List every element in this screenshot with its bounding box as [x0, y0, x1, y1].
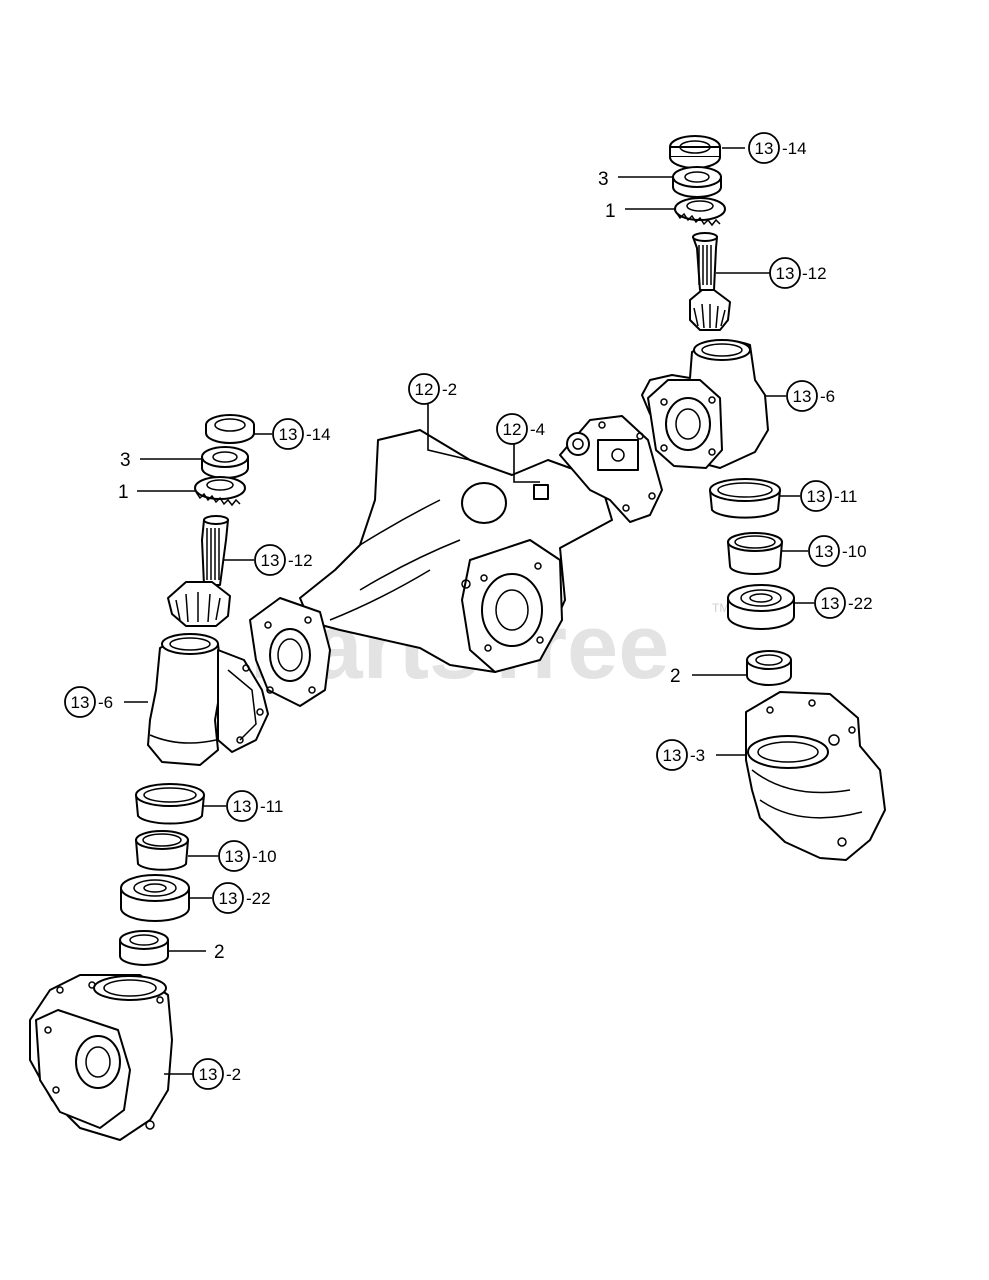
- callout-suffix: -12: [802, 264, 827, 283]
- part-gear-ring-left[interactable]: [194, 476, 246, 507]
- callout-group: 13: [261, 551, 280, 570]
- callout-suffix: -22: [246, 889, 271, 908]
- callout-group: 13: [821, 594, 840, 613]
- callout-suffix: -10: [252, 847, 277, 866]
- callout-group: 13: [279, 425, 298, 444]
- part-bearing-right-22[interactable]: [727, 584, 795, 630]
- watermark-trademark: TM: [712, 601, 729, 615]
- callout-group: 13: [199, 1065, 218, 1084]
- part-knuckle-upper-right[interactable]: [641, 339, 769, 469]
- part-side-flange[interactable]: [533, 415, 663, 523]
- callout-13-11-right[interactable]: 13 -11: [800, 480, 857, 512]
- callout-13-2[interactable]: 13 -2: [192, 1058, 241, 1090]
- callout-12-2[interactable]: 12 -2: [408, 373, 457, 405]
- callout-13-14-left[interactable]: 13 -14: [272, 418, 331, 450]
- callout-13-10-left[interactable]: 13 -10: [218, 840, 277, 872]
- callout-group: 13: [219, 889, 238, 908]
- part-case-right[interactable]: [745, 691, 886, 861]
- callout-13-22-right[interactable]: 13 -22: [814, 587, 873, 619]
- part-bevel-pinion-left[interactable]: [167, 515, 231, 627]
- callout-group: 13: [71, 693, 90, 712]
- callout-1-left[interactable]: 1: [118, 482, 129, 503]
- callout-suffix: -14: [306, 425, 331, 444]
- callout-suffix: -11: [260, 797, 283, 816]
- callout-suffix: -2: [442, 380, 457, 399]
- callout-group: 13: [807, 487, 826, 506]
- callout-group: 12: [503, 420, 522, 439]
- callout-suffix: -2: [226, 1065, 241, 1084]
- callout-suffix: -11: [834, 487, 857, 506]
- callout-suffix: -10: [842, 542, 867, 561]
- part-collar-left-10[interactable]: [135, 830, 189, 871]
- callout-suffix: -6: [820, 387, 835, 406]
- part-gear-ring-right[interactable]: [674, 197, 726, 227]
- callout-suffix: -4: [530, 420, 545, 439]
- part-case-left[interactable]: [29, 974, 173, 1141]
- part-bearing-left-22[interactable]: [120, 874, 190, 922]
- callout-13-12-right[interactable]: 13 -12: [769, 257, 827, 289]
- callout-group: 13: [233, 797, 252, 816]
- callout-group: 13: [815, 542, 834, 561]
- part-bearing-left-2[interactable]: [119, 930, 169, 966]
- callout-3-left[interactable]: 3: [120, 450, 131, 471]
- part-bearing-left-upper[interactable]: [201, 446, 249, 479]
- part-oil-seal-left[interactable]: [205, 414, 255, 444]
- callout-group: 13: [755, 139, 774, 158]
- callout-suffix: -22: [848, 594, 873, 613]
- callout-13-12-left[interactable]: 13 -12: [254, 544, 313, 576]
- part-collar-right-10[interactable]: [727, 532, 783, 575]
- callout-group: 12: [415, 380, 434, 399]
- callout-13-14-right[interactable]: 13 -14: [748, 132, 807, 164]
- callouts: 13 -14 3 1 13 -12 13 -6 13 -11 13 -10: [64, 132, 873, 1090]
- callout-suffix: -3: [690, 746, 705, 765]
- part-race-right-11[interactable]: [709, 478, 781, 519]
- callout-3-right[interactable]: 3: [598, 169, 609, 190]
- part-bearing-right-upper[interactable]: [672, 166, 722, 198]
- callout-13-10-right[interactable]: 13 -10: [808, 535, 867, 567]
- callout-group: 13: [225, 847, 244, 866]
- part-race-left-11[interactable]: [135, 783, 205, 825]
- callout-2-left[interactable]: 2: [214, 942, 225, 963]
- callout-suffix: -12: [288, 551, 313, 570]
- part-oil-seal-right[interactable]: [669, 135, 721, 169]
- leader-lines: [124, 147, 814, 1075]
- callout-13-22-left[interactable]: 13 -22: [212, 882, 271, 914]
- callout-13-6-left[interactable]: 13 -6: [64, 686, 113, 718]
- callout-13-6-right[interactable]: 13 -6: [786, 380, 835, 412]
- part-knuckle-upper-left[interactable]: [147, 633, 269, 766]
- callout-2-right[interactable]: 2: [670, 666, 681, 687]
- callout-13-3[interactable]: 13 -3: [656, 739, 705, 771]
- callout-suffix: -6: [98, 693, 113, 712]
- callout-12-4[interactable]: 12 -4: [496, 413, 545, 445]
- part-bevel-pinion-right[interactable]: [689, 232, 731, 331]
- callout-group: 13: [793, 387, 812, 406]
- callout-group: 13: [776, 264, 795, 283]
- callout-group: 13: [663, 746, 682, 765]
- callout-suffix: -14: [782, 139, 807, 158]
- part-bearing-right-2[interactable]: [746, 650, 792, 686]
- callout-1-right[interactable]: 1: [605, 201, 616, 222]
- callout-13-11-left[interactable]: 13 -11: [226, 790, 283, 822]
